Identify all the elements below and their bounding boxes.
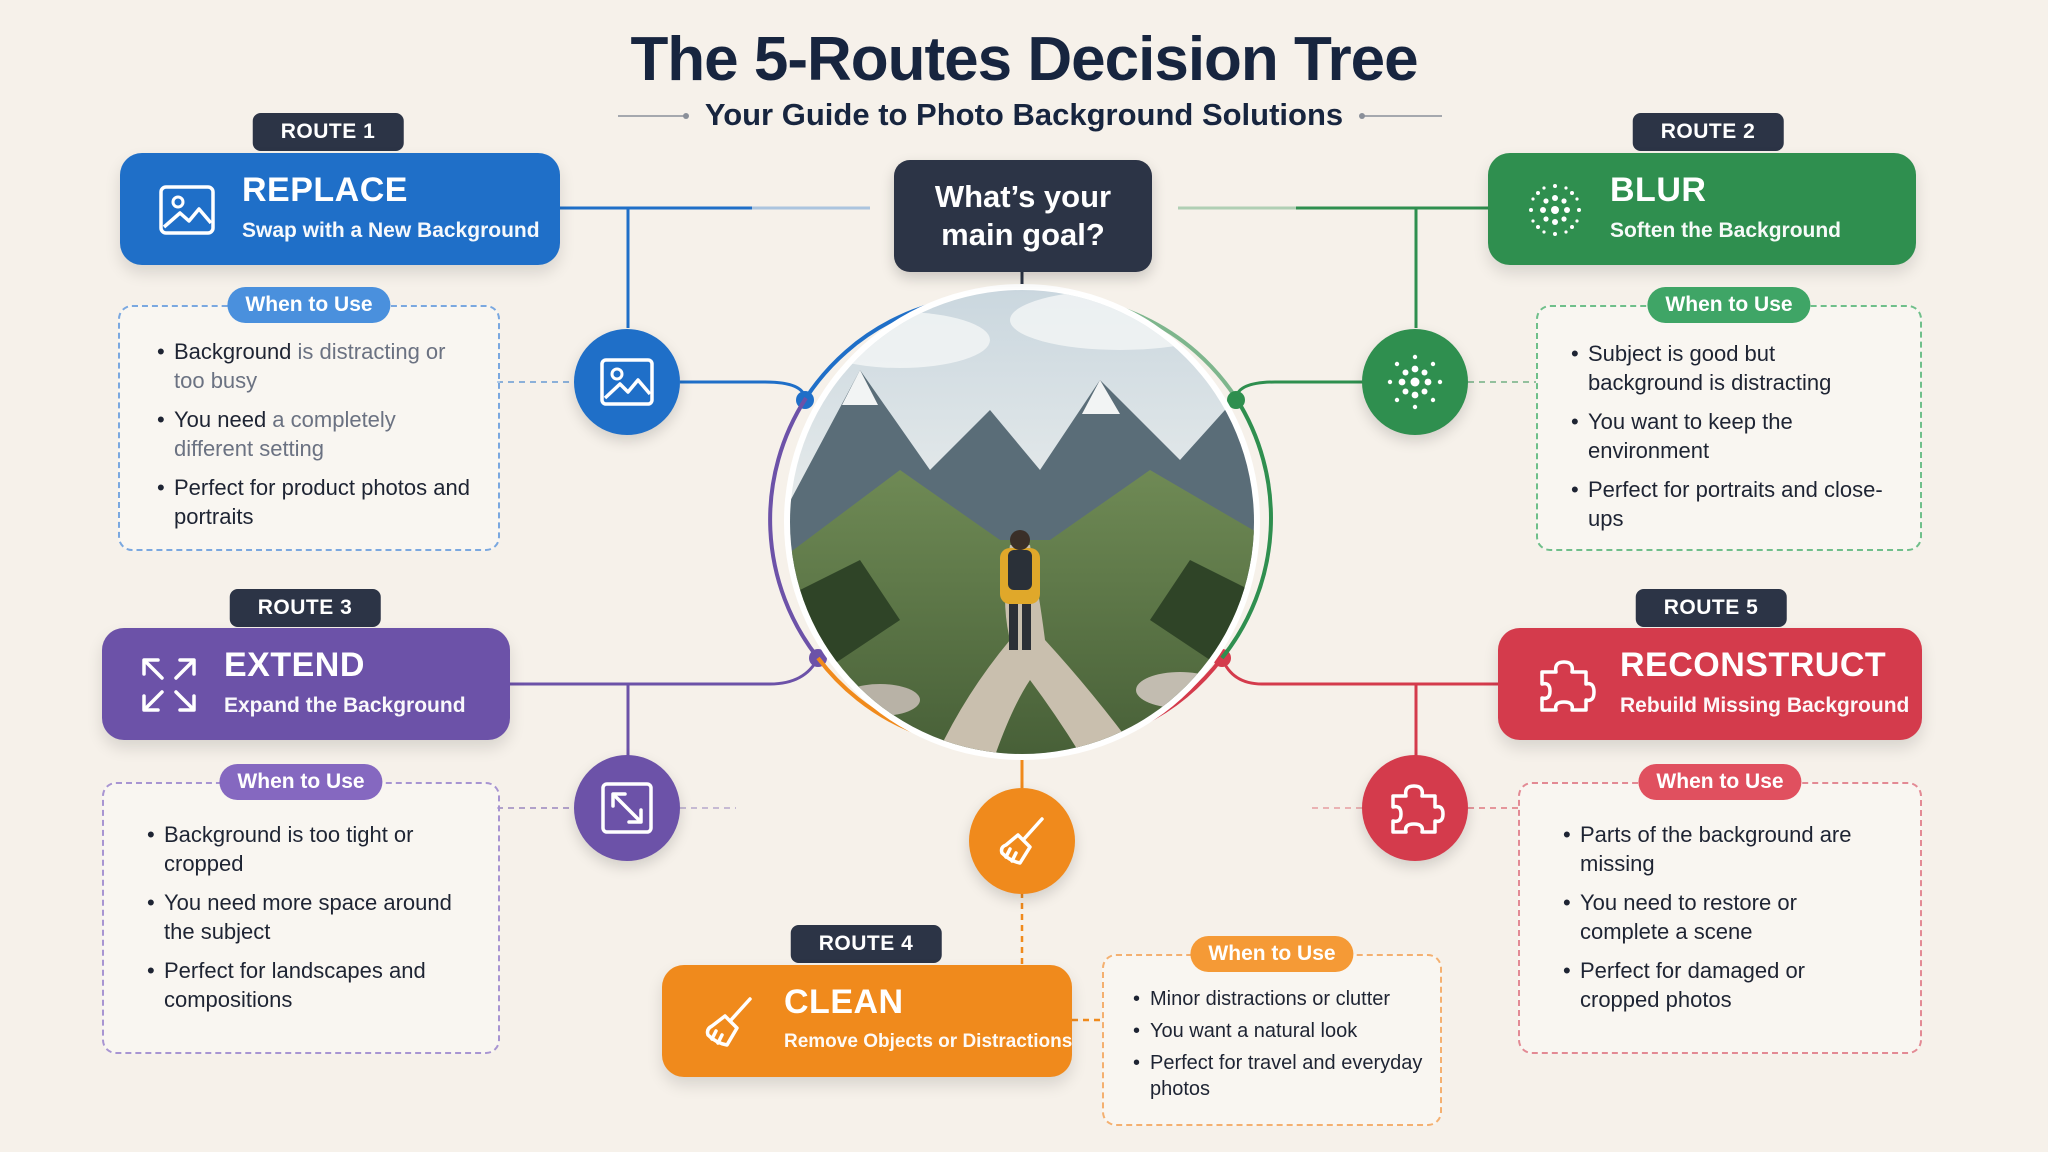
broom-icon [705, 997, 752, 1047]
route-5-badge: ROUTE 5 [1635, 589, 1787, 627]
route-5-bullet-1: Parts of the background are missing [1563, 820, 1880, 878]
route-5-when-box: When to Use Parts of the background are … [1518, 764, 1922, 1054]
route-4-bullet-2: You want a natural look [1133, 1018, 1426, 1044]
route-2-node[interactable] [1362, 329, 1468, 435]
route-3-bullet-3: Perfect for landscapes and compositions [147, 956, 464, 1014]
hiker-photo [784, 284, 1260, 760]
route-2-card[interactable]: BLUR Soften the Background [1488, 153, 1916, 265]
blur-dots-icon [1387, 354, 1443, 410]
route-3-subtitle: Expand the Background [224, 694, 466, 717]
route-3-when-box: When to Use Background is too tight or c… [102, 764, 500, 1054]
route-3-title: EXTEND [224, 646, 365, 684]
page-subtitle: Your Guide to Photo Background Solutions [704, 97, 1344, 132]
route-1-bullet-1: Background is distracting or too busy [157, 337, 474, 395]
route-5-title: RECONSTRUCT [1620, 646, 1887, 684]
route-4-node[interactable] [969, 788, 1075, 894]
route-2-subtitle: Soften the Background [1610, 219, 1842, 242]
route-4-bullet-3: Perfect for travel and everyday photos [1133, 1050, 1426, 1102]
route-1-when-label: When to Use [227, 287, 391, 323]
route-2-bullet-1: Subject is good but background is distra… [1571, 339, 1888, 397]
route-1-badge: ROUTE 1 [252, 113, 404, 151]
route-3-bullet-1: Background is too tight or cropped [147, 820, 464, 878]
route-4-title: CLEAN [784, 983, 904, 1021]
image-icon [600, 358, 654, 406]
route-5-subtitle: Rebuild Missing Background [1620, 694, 1910, 717]
route-1-bullet-3: Perfect for product photos and portraits [157, 473, 474, 531]
route-4-when-box: When to Use Minor distractions or clutte… [1102, 936, 1442, 1126]
route-1-title: REPLACE [242, 171, 408, 209]
route-1-bullet-2: You need a completely different setting [157, 405, 474, 463]
route-1-card[interactable]: REPLACE Swap with a New Background [120, 153, 560, 265]
route-3-card[interactable]: EXTEND Expand the Background [102, 628, 510, 740]
route-4-card[interactable]: CLEAN Remove Objects or Distractions [662, 965, 1072, 1077]
route-1-node[interactable] [574, 329, 680, 435]
route-3-badge: ROUTE 3 [229, 589, 381, 627]
puzzle-icon [1540, 660, 1596, 712]
route-2-when-label: When to Use [1647, 287, 1811, 323]
page-title: The 5-Routes Decision Tree [630, 25, 1418, 94]
route-2-title: BLUR [1610, 171, 1707, 209]
route-3-node[interactable] [574, 755, 680, 861]
route-2-badge: ROUTE 2 [1632, 113, 1784, 151]
main-goal-question: What’s your main goal? [894, 160, 1152, 272]
route-5-card[interactable]: RECONSTRUCT Rebuild Missing Background [1498, 628, 1922, 740]
expand-arrows-icon [601, 782, 653, 834]
route-3-when-label: When to Use [219, 764, 383, 800]
route-4-when-label: When to Use [1190, 936, 1354, 972]
expand-arrows-icon [142, 658, 196, 712]
route-1-subtitle: Swap with a New Background [242, 219, 540, 242]
image-icon [159, 185, 215, 235]
route-2-bullet-2: You want to keep the environment [1571, 407, 1888, 465]
route-5-when-label: When to Use [1638, 764, 1802, 800]
route-5-bullet-2: You need to restore or complete a scene [1563, 888, 1880, 946]
route-3-bullet-2: You need more space around the subject [147, 888, 464, 946]
route-2-when-box: When to Use Subject is good but backgrou… [1536, 287, 1922, 551]
route-5-bullet-3: Perfect for damaged or cropped photos [1563, 956, 1880, 1014]
route-1-when-box: When to Use Background is distracting or… [118, 287, 500, 551]
broom-icon [999, 817, 1044, 865]
route-4-subtitle: Remove Objects or Distractions [784, 1031, 1073, 1052]
route-4-bullet-1: Minor distractions or clutter [1133, 986, 1426, 1012]
puzzle-icon [1391, 784, 1445, 834]
blur-dots-icon [1529, 184, 1581, 236]
route-5-node[interactable] [1362, 755, 1468, 861]
route-2-bullet-3: Perfect for portraits and close-ups [1571, 475, 1888, 533]
route-4-badge: ROUTE 4 [790, 925, 942, 963]
